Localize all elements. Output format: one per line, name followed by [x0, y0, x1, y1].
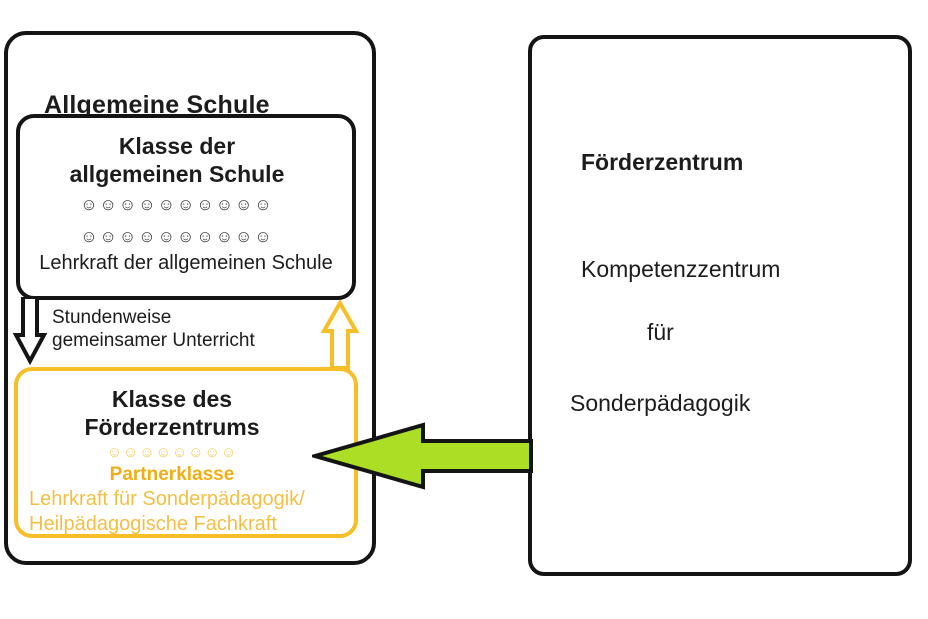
partner-staff-line-1: Lehrkraft für Sonderpädagogik/: [29, 488, 305, 510]
students-smiley-row-2: ☺☺☺☺☺☺☺☺☺☺: [80, 226, 274, 246]
heading-line-2: Förderzentrums: [84, 414, 260, 441]
foerderzentrum-title: Förderzentrum: [581, 149, 744, 175]
students-smiley-row-1: ☺☺☺☺☺☺☺☺☺☺: [80, 195, 274, 215]
kompetenzzentrum-label: Kompetenzzentrum: [581, 256, 781, 282]
klasse-allgemeine-schule-content: Klasse der allgemeinen Schule ☺☺☺☺☺☺☺☺☺☺…: [26, 132, 328, 246]
fuer-label: für: [647, 319, 674, 345]
exchange-label-line-2: gemeinsamer Unterricht: [52, 330, 255, 351]
partner-staff-label: Lehrkraft für Sonderpädagogik/ Heilpädag…: [29, 487, 359, 537]
klasse-foerderzentrum-content: Klasse des Förderzentrums ☺☺☺☺☺☺☺☺ Partn…: [22, 385, 322, 486]
heading-line-1: Klasse des: [111, 386, 233, 412]
partner-staff-line-2: Heilpädagogische Fachkraft: [29, 513, 277, 535]
arrow-up-icon: [321, 300, 359, 370]
exchange-label-line-1: Stundenweise: [52, 307, 172, 328]
heading-line-1: Klasse der: [118, 133, 236, 159]
arrow-left-icon: [312, 421, 534, 491]
klasse-allgemeine-schule-box: Klasse der allgemeinen Schule ☺☺☺☺☺☺☺☺☺☺…: [16, 114, 356, 300]
foerderzentrum-box: Förderzentrum Kompetenzzentrum für Sonde…: [528, 35, 912, 576]
teacher-label: Lehrkraft der allgemeinen Schule: [39, 252, 333, 274]
klasse-foerderzentrum-heading: Klasse des Förderzentrums: [22, 385, 322, 441]
arrow-down-icon: [13, 297, 47, 365]
partnerklasse-label: Partnerklasse: [109, 463, 235, 485]
exchange-label: Stundenweise gemeinsamer Unterricht: [52, 306, 255, 352]
sonderpaedagogik-label: Sonderpädagogik: [570, 390, 751, 416]
klasse-allgemeine-schule-heading: Klasse der allgemeinen Schule: [26, 132, 328, 188]
partner-students-smiley-row: ☺☺☺☺☺☺☺☺: [106, 444, 238, 462]
klasse-foerderzentrum-box: Klasse des Förderzentrums ☺☺☺☺☺☺☺☺ Partn…: [14, 367, 358, 538]
heading-line-2: allgemeinen Schule: [69, 161, 285, 188]
